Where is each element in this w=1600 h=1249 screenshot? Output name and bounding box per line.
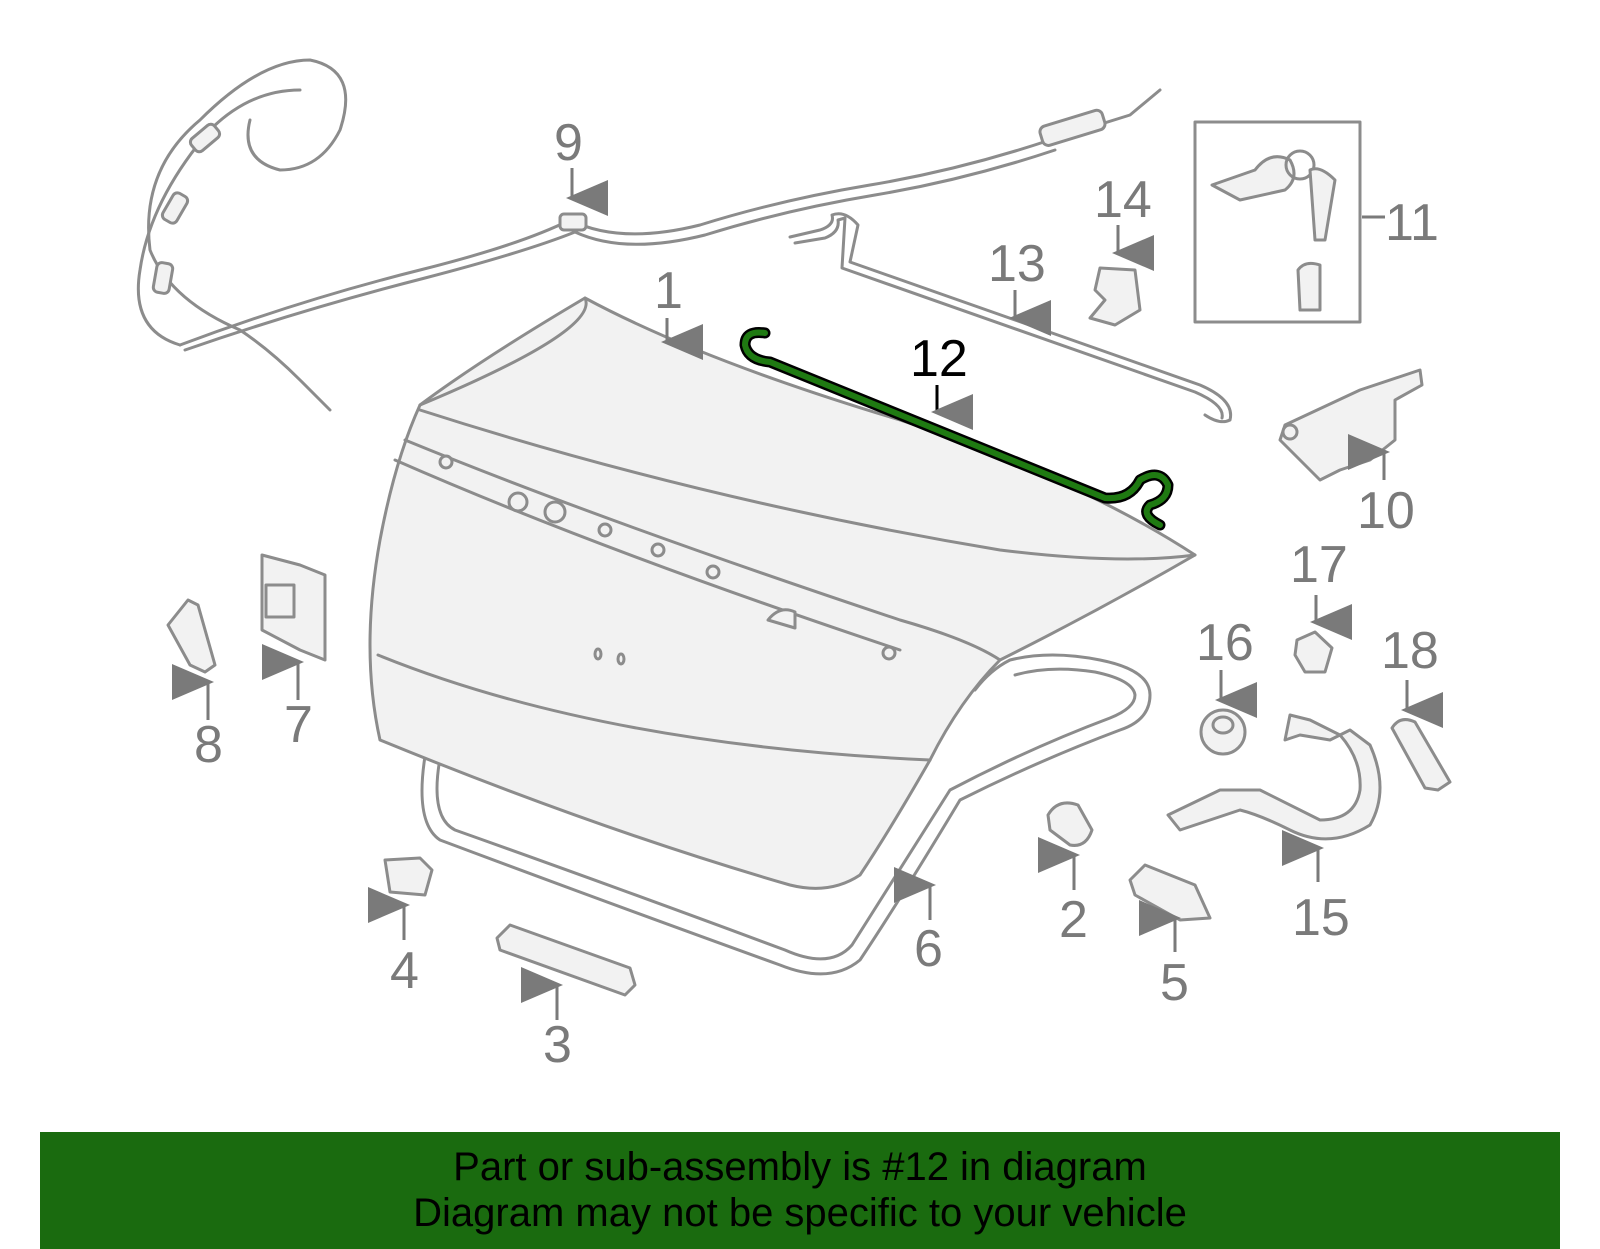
part-11-lock-set[interactable] (1193, 120, 1362, 324)
callout-5: 5 (1160, 954, 1189, 1012)
part-9-release-cable[interactable] (136, 58, 1162, 412)
part-8-bracket[interactable] (166, 598, 217, 674)
callout-11: 11 (1385, 194, 1439, 252)
callout-12: 12 (910, 330, 968, 388)
part-4-clip[interactable] (383, 856, 434, 897)
part-3-garnish[interactable] (495, 923, 637, 997)
part-13-torsion-bar[interactable] (788, 212, 1233, 424)
part-6-weatherstrip[interactable] (420, 653, 1152, 976)
banner-line-1: Part or sub-assembly is #12 in diagram (453, 1145, 1147, 1189)
callout-9: 9 (554, 114, 583, 172)
callout-14: 14 (1094, 171, 1152, 229)
callout-1: 1 (654, 262, 683, 320)
callout-3: 3 (543, 1016, 572, 1074)
callout-2: 2 (1059, 891, 1088, 949)
callout-10: 10 (1357, 482, 1415, 540)
callout-6: 6 (914, 920, 943, 978)
part-10-latch[interactable] (1278, 368, 1424, 482)
callout-labels: 9 1 14 13 12 11 10 17 16 18 7 8 4 3 6 2 … (194, 114, 1439, 1074)
part-14-bracket[interactable] (1088, 266, 1142, 327)
banner-line-2: Diagram may not be specific to your vehi… (413, 1191, 1187, 1235)
part-18-bracket[interactable] (1390, 718, 1452, 792)
part-1-trunk-lid[interactable] (368, 296, 1197, 890)
callout-8: 8 (194, 716, 223, 774)
callout-18: 18 (1381, 622, 1439, 680)
callout-4: 4 (390, 942, 419, 1000)
parts-diagram: 9 1 14 13 12 11 10 17 16 18 7 8 4 3 6 2 … (136, 58, 1452, 1074)
part-16-grommet[interactable] (1199, 708, 1247, 756)
part-2-bumper[interactable] (1046, 801, 1094, 847)
callout-13: 13 (988, 235, 1046, 293)
callout-15: 15 (1292, 889, 1350, 947)
info-banner: Part or sub-assembly is #12 in diagram D… (40, 1132, 1560, 1249)
callout-7: 7 (284, 696, 313, 754)
callout-16: 16 (1196, 614, 1254, 672)
part-17-nut[interactable] (1293, 630, 1334, 674)
callout-arrows (172, 168, 1443, 1020)
part-7-actuator[interactable] (260, 553, 327, 662)
part-12-torsion-bar[interactable] (739, 327, 1174, 531)
callout-17: 17 (1290, 536, 1348, 594)
part-5-bracket[interactable] (1128, 863, 1212, 922)
